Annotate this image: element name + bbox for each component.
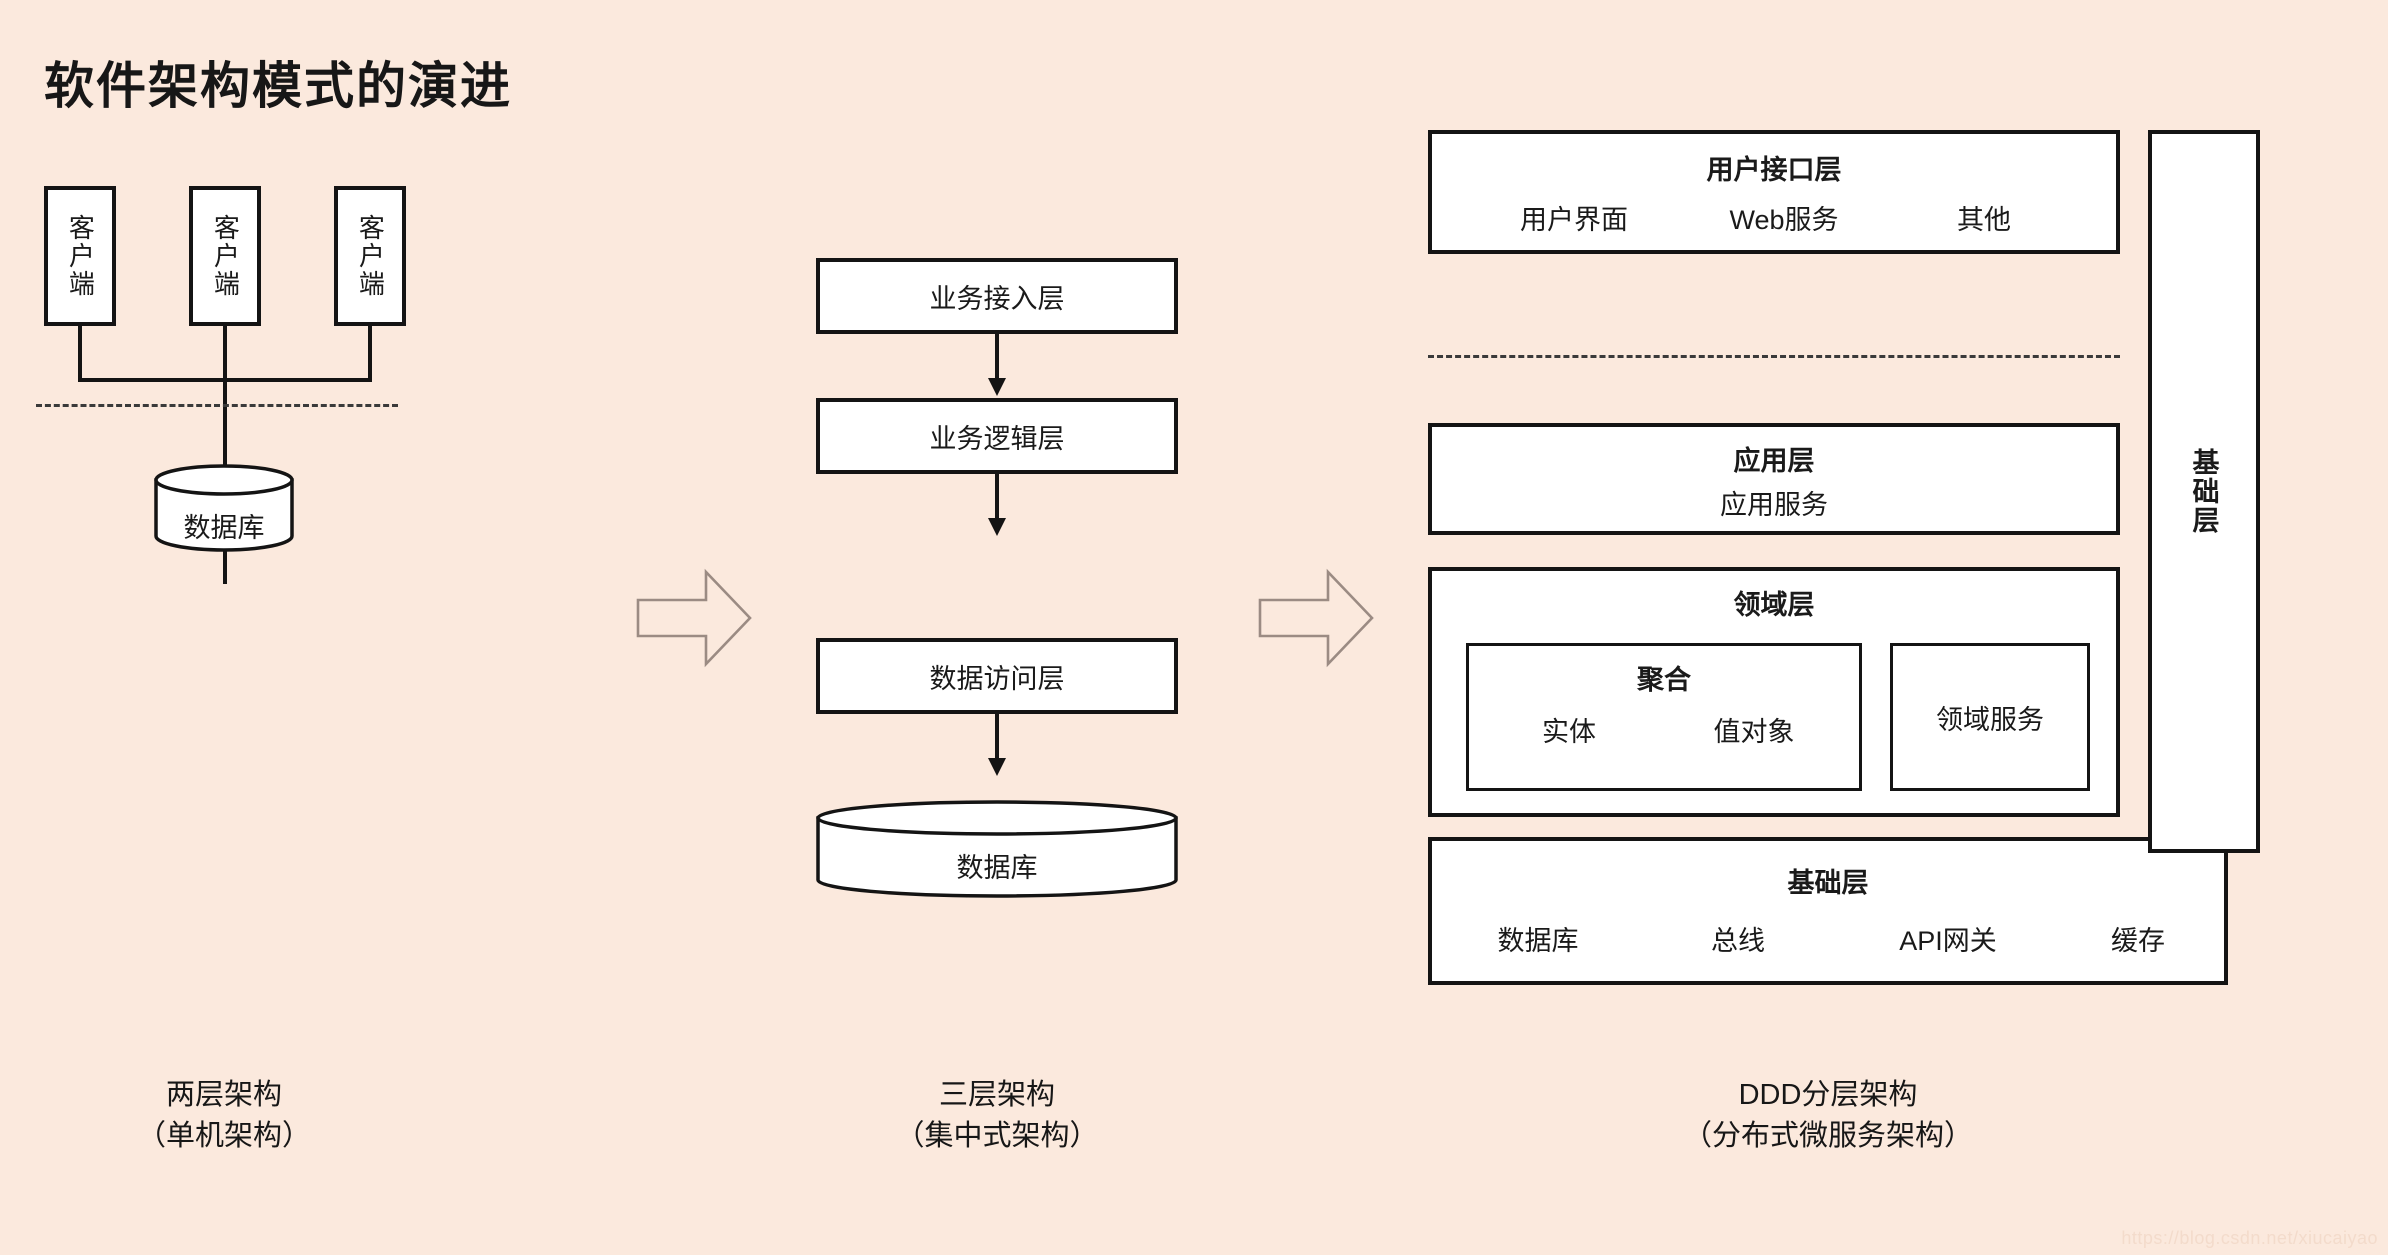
three-tier-database: 数据库 [816, 800, 1178, 898]
two-tier-divider [36, 404, 398, 407]
ddd-aggregate-box: 聚合 实体 值对象 [1466, 643, 1862, 791]
ddd-infra-item-4: 缓存 [2111, 926, 2165, 956]
ddd-application-layer: 应用层 应用服务 [1428, 423, 2120, 535]
layer-box-business-logic: 业务逻辑层 [816, 398, 1178, 474]
three-tier-caption-line2: （集中式架构） [895, 1120, 1099, 1153]
block-arrow-right-icon-1 [636, 566, 752, 670]
client-box-1: 客户端 [44, 186, 116, 326]
ddd-ui-item-2: Web服务 [1729, 205, 1839, 235]
ddd-infra-item-1: 数据库 [1497, 926, 1579, 956]
watermark: https://blog.csdn.net/xiucaiyao [2121, 1228, 2378, 1248]
client-bus-line [78, 378, 372, 382]
two-tier-database-label: 数据库 [183, 513, 265, 543]
client-2-connector [223, 324, 227, 584]
ddd-aggregate-item-1: 实体 [1542, 717, 1596, 747]
ddd-infra-item-2: 总线 [1711, 926, 1765, 956]
ddd-domain-service-label: 领域服务 [1936, 704, 2044, 735]
client-label: 客户端 [355, 214, 386, 298]
ddd-caption-line1: DDD分层架构 [1738, 1079, 1918, 1111]
ddd-aggregate-item-2: 值对象 [1713, 717, 1795, 747]
client-label: 客户端 [65, 214, 96, 298]
ddd-domain-layer: 领域层 聚合 实体 值对象 领域服务 [1428, 567, 2120, 817]
three-tier-database-label: 数据库 [956, 853, 1038, 883]
ddd-infrastructure-title: 基础层 [1787, 868, 1869, 898]
ddd-ui-item-1: 用户界面 [1520, 205, 1628, 235]
ddd-ui-item-3: 其他 [1957, 205, 2011, 235]
client-3-connector [368, 324, 372, 380]
flow-arrow-3 [985, 714, 1009, 778]
layer-label: 业务接入层 [929, 283, 1065, 314]
layer-box-business-access: 业务接入层 [816, 258, 1178, 334]
layer-label: 数据访问层 [929, 663, 1065, 694]
two-tier-database: 数据库 [154, 464, 294, 552]
ddd-caption-line2: （分布式微服务架构） [1682, 1120, 1973, 1153]
client-box-2: 客户端 [189, 186, 261, 326]
three-tier-caption: 三层架构 （集中式架构） [816, 1075, 1178, 1157]
ddd-user-interface-items: 用户界面 Web服务 其他 [1432, 198, 2116, 237]
ddd-caption: DDD分层架构 （分布式微服务架构） [1428, 1075, 2228, 1157]
ddd-aggregate-title: 聚合 [1637, 665, 1691, 695]
layer-box-data-access: 数据访问层 [816, 638, 1178, 714]
ddd-infra-item-3: API网关 [1899, 926, 1997, 956]
client-label: 客户端 [210, 214, 241, 298]
block-arrow-right-icon-2 [1258, 566, 1374, 670]
ddd-application-title: 应用层 [1733, 446, 1815, 476]
ddd-divider [1428, 355, 2120, 358]
ddd-infrastructure-sidebar-label: 基础层 [2188, 448, 2219, 535]
ddd-domain-service-box: 领域服务 [1890, 643, 2090, 791]
ddd-aggregate-items: 实体 值对象 [1469, 710, 1859, 749]
ddd-infrastructure-sidebar: 基础层 [2148, 130, 2260, 853]
layer-label: 业务逻辑层 [929, 423, 1065, 454]
ddd-application-item-1: 应用服务 [1720, 490, 1828, 520]
ddd-infrastructure-items: 数据库 总线 API网关 缓存 [1432, 919, 2224, 958]
ddd-user-interface-layer: 用户接口层 用户界面 Web服务 其他 [1428, 130, 2120, 254]
three-tier-caption-line1: 三层架构 [938, 1079, 1055, 1111]
flow-arrow-2 [985, 474, 1009, 538]
two-tier-caption-line2: （单机架构） [136, 1120, 311, 1153]
two-tier-caption-line1: 两层架构 [165, 1079, 282, 1111]
ddd-application-items: 应用服务 [1432, 483, 2116, 522]
client-1-connector [78, 324, 82, 380]
client-box-3: 客户端 [334, 186, 406, 326]
two-tier-caption: 两层架构 （单机架构） [44, 1075, 404, 1157]
ddd-domain-title: 领域层 [1733, 590, 1815, 620]
flow-arrow-1 [985, 334, 1009, 398]
ddd-user-interface-title: 用户接口层 [1706, 155, 1842, 185]
ddd-infrastructure-layer: 基础层 数据库 总线 API网关 缓存 [1428, 837, 2228, 985]
page-title: 软件架构模式的演进 [44, 58, 512, 114]
